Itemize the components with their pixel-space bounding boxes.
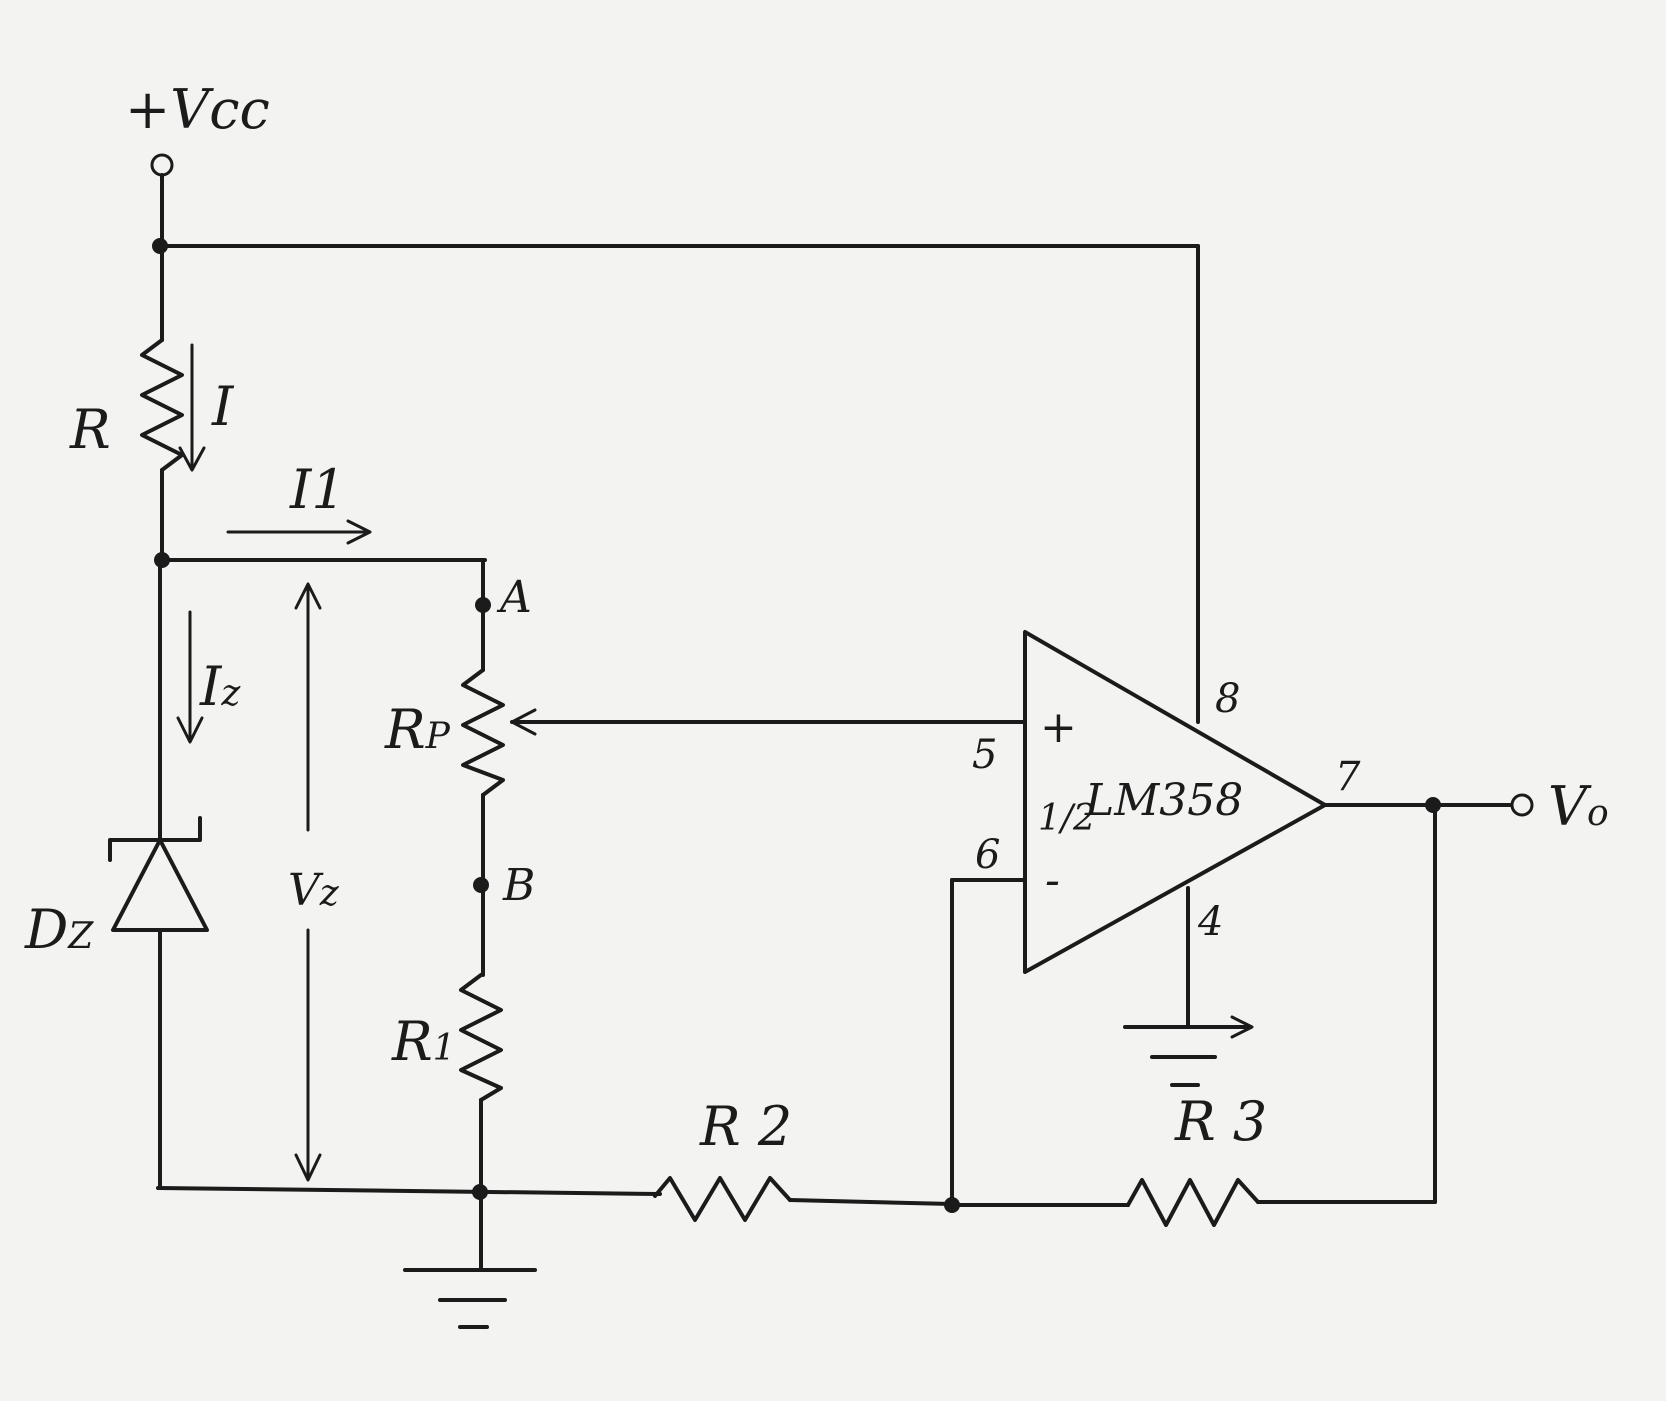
pot-label: RP bbox=[384, 698, 451, 761]
r1-label-sub: 1 bbox=[433, 1028, 456, 1069]
node-a-dot bbox=[475, 597, 491, 613]
pot-label-sub: P bbox=[425, 716, 451, 757]
current-i-label: I bbox=[211, 375, 235, 438]
opamp-lm358 bbox=[1023, 630, 1327, 974]
output-label-sub: o bbox=[1587, 793, 1609, 834]
resistor-r2 bbox=[653, 1176, 954, 1222]
opamp-minus-sign: - bbox=[1045, 855, 1060, 906]
current-iz-arrow bbox=[176, 610, 204, 744]
zener-label-main: D bbox=[24, 898, 68, 961]
bottom-rail-wire bbox=[156, 1186, 662, 1196]
pin-8-label: 8 bbox=[1215, 676, 1240, 722]
output-label-main: V bbox=[1548, 775, 1592, 838]
resistor-r-label: R bbox=[69, 398, 111, 461]
current-i1-label: I1 bbox=[289, 458, 346, 521]
pin-7-label: 7 bbox=[1335, 754, 1361, 800]
r2-label: R 2 bbox=[699, 1095, 792, 1158]
resistor-r3 bbox=[950, 1178, 1437, 1227]
opamp-plus-sign: + bbox=[1040, 702, 1077, 753]
r3-label: R 3 bbox=[1174, 1090, 1267, 1153]
opamp-unit-label: 1/2 bbox=[1038, 798, 1096, 839]
resistor-r bbox=[140, 244, 184, 562]
vcc-terminal bbox=[150, 153, 174, 247]
current-iz-main: I bbox=[199, 655, 223, 718]
r1-label-main: R bbox=[391, 1010, 433, 1073]
wiper-wire bbox=[510, 708, 1027, 736]
potentiometer-rp bbox=[461, 668, 505, 977]
current-i-arrow bbox=[178, 343, 206, 472]
voltage-vz-label: Vz bbox=[288, 865, 340, 916]
ground-symbol-left bbox=[403, 1268, 537, 1329]
resistor-r1 bbox=[459, 973, 503, 1272]
zener-diode bbox=[108, 816, 209, 1190]
voltage-vz-arrow bbox=[294, 582, 322, 1182]
ground-symbol-right bbox=[1123, 1015, 1254, 1087]
junction-ground bbox=[472, 1184, 488, 1200]
node-b-label: B bbox=[502, 860, 535, 911]
pot-label-main: R bbox=[384, 698, 426, 761]
output-label: Vo bbox=[1548, 775, 1609, 838]
voltage-vz-main: V bbox=[288, 865, 324, 916]
zener-label: DZ bbox=[24, 898, 94, 961]
vcc-label: +Vcc bbox=[125, 78, 270, 141]
pin-6-label: 6 bbox=[975, 832, 1000, 878]
output-terminal bbox=[1510, 793, 1534, 817]
current-iz-label: Iz bbox=[199, 655, 241, 718]
opamp-name-label: LM358 bbox=[1084, 775, 1243, 826]
node-a-label: A bbox=[496, 572, 532, 623]
node-b-dot bbox=[473, 877, 489, 893]
zener-label-sub: Z bbox=[67, 916, 94, 957]
pin-5-label: 5 bbox=[972, 732, 997, 778]
pin-4-label: 4 bbox=[1197, 899, 1223, 945]
current-iz-sub: z bbox=[220, 673, 241, 714]
voltage-vz-sub: z bbox=[319, 873, 340, 914]
current-i1-arrow bbox=[226, 519, 372, 545]
r1-label: R1 bbox=[391, 1010, 456, 1073]
